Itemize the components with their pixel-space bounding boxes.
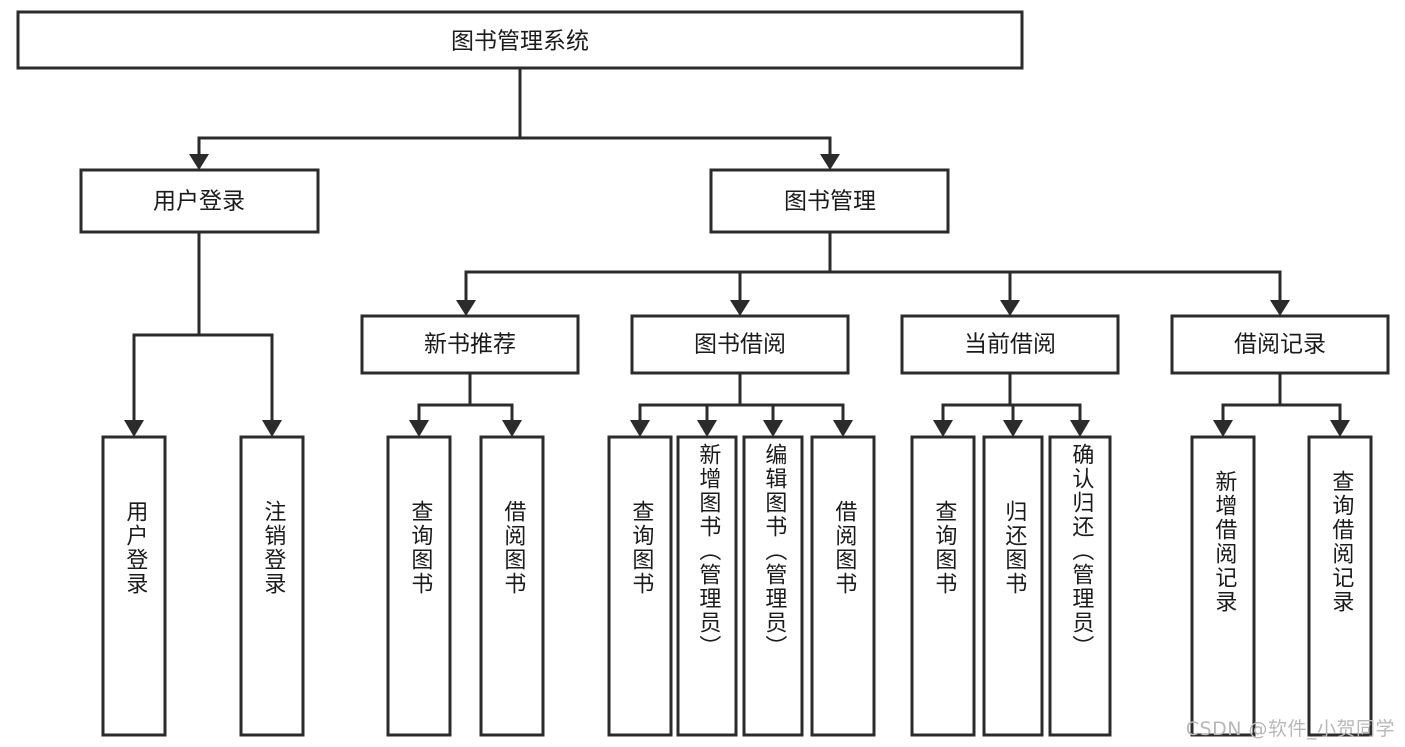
- arrow-to-leaf-query-book-1: [409, 420, 429, 437]
- arrow-to-leaf-return-book: [1003, 420, 1023, 437]
- arrow-to-leaf-borrow-book-1: [502, 420, 522, 437]
- node-book-management-box[interactable]: [709, 168, 950, 234]
- node-root-label: 图书管理系统: [451, 29, 589, 55]
- arrow-to-leaf-confirm-return: [1070, 420, 1090, 437]
- connectors-borrow-record-to-leaves: [1213, 371, 1350, 437]
- arrow-to-new-book-recommend: [456, 300, 476, 316]
- arrow-to-leaf-query-record: [1330, 420, 1350, 437]
- connectors-book-borrow-to-leaves: [630, 371, 853, 437]
- arrow-to-leaf-edit-book: [763, 420, 783, 437]
- node-current-borrow[interactable]: 当前借阅: [900, 314, 1120, 375]
- node-root[interactable]: 图书管理系统: [16, 10, 1024, 70]
- arrow-to-leaf-add-record: [1213, 420, 1233, 437]
- node-book-management-label: 图书管理: [784, 189, 876, 215]
- node-current-borrow-label: 当前借阅: [964, 332, 1056, 358]
- leaf-boxes: [101, 435, 1373, 737]
- watermark: CSDN @软件_小贺同学: [1185, 718, 1395, 740]
- arrow-to-user-login: [189, 154, 209, 170]
- leaf-query-book-3-box[interactable]: [910, 435, 976, 737]
- node-new-book-recommend[interactable]: 新书推荐: [360, 314, 580, 375]
- connectors-root-to-level1: [189, 66, 840, 170]
- arrow-to-book-borrow: [730, 300, 750, 316]
- node-borrow-record-box[interactable]: [1170, 314, 1390, 375]
- node-borrow-record[interactable]: 借阅记录: [1170, 314, 1390, 375]
- leaf-borrow-book-1-box[interactable]: [479, 435, 545, 737]
- leaf-borrow-book-2-box[interactable]: [810, 435, 876, 737]
- node-root-box[interactable]: [16, 10, 1024, 70]
- leaf-query-book-1-box[interactable]: [386, 435, 452, 737]
- leaf-query-book-2-box[interactable]: [607, 435, 673, 737]
- node-new-book-recommend-label: 新书推荐: [424, 332, 516, 358]
- arrow-to-leaf-query-book-3: [933, 420, 953, 437]
- arrow-to-book-management: [820, 154, 840, 170]
- node-book-borrow[interactable]: 图书借阅: [630, 314, 850, 375]
- arrow-to-borrow-record: [1270, 300, 1290, 316]
- node-user-login-label: 用户登录: [153, 189, 245, 215]
- arrow-to-leaf-user-login: [124, 420, 144, 437]
- node-borrow-record-label: 借阅记录: [1234, 332, 1326, 358]
- arrow-to-current-borrow: [1000, 300, 1020, 316]
- arrow-to-leaf-borrow-book-2: [833, 420, 853, 437]
- connectors-new-book-recommend-to-leaves: [409, 371, 522, 437]
- arrow-to-leaf-add-book: [697, 420, 717, 437]
- leaf-return-book-box[interactable]: [982, 435, 1044, 737]
- node-current-borrow-box[interactable]: [900, 314, 1120, 375]
- node-book-management[interactable]: 图书管理: [709, 168, 950, 234]
- node-user-login-box[interactable]: [79, 168, 320, 234]
- connectors-book-management-to-level2: [456, 230, 1290, 316]
- node-user-login[interactable]: 用户登录: [79, 168, 320, 234]
- leaf-confirm-return-box[interactable]: [1048, 435, 1112, 737]
- node-book-borrow-box[interactable]: [630, 314, 850, 375]
- leaf-query-record-box[interactable]: [1307, 435, 1373, 737]
- leaf-user-login-box[interactable]: [101, 435, 167, 737]
- connectors-user-login-to-leaves: [124, 230, 282, 437]
- leaf-add-record-box[interactable]: [1190, 435, 1256, 737]
- node-book-borrow-label: 图书借阅: [694, 332, 786, 358]
- leaf-add-book-box[interactable]: [676, 435, 738, 737]
- connectors-current-borrow-to-leaves: [933, 371, 1090, 437]
- leaf-edit-book-box[interactable]: [742, 435, 804, 737]
- leaf-logout-login-box[interactable]: [239, 435, 305, 737]
- arrow-to-leaf-logout-login: [262, 420, 282, 437]
- arrow-to-leaf-query-book-2: [630, 420, 650, 437]
- node-new-book-recommend-box[interactable]: [360, 314, 580, 375]
